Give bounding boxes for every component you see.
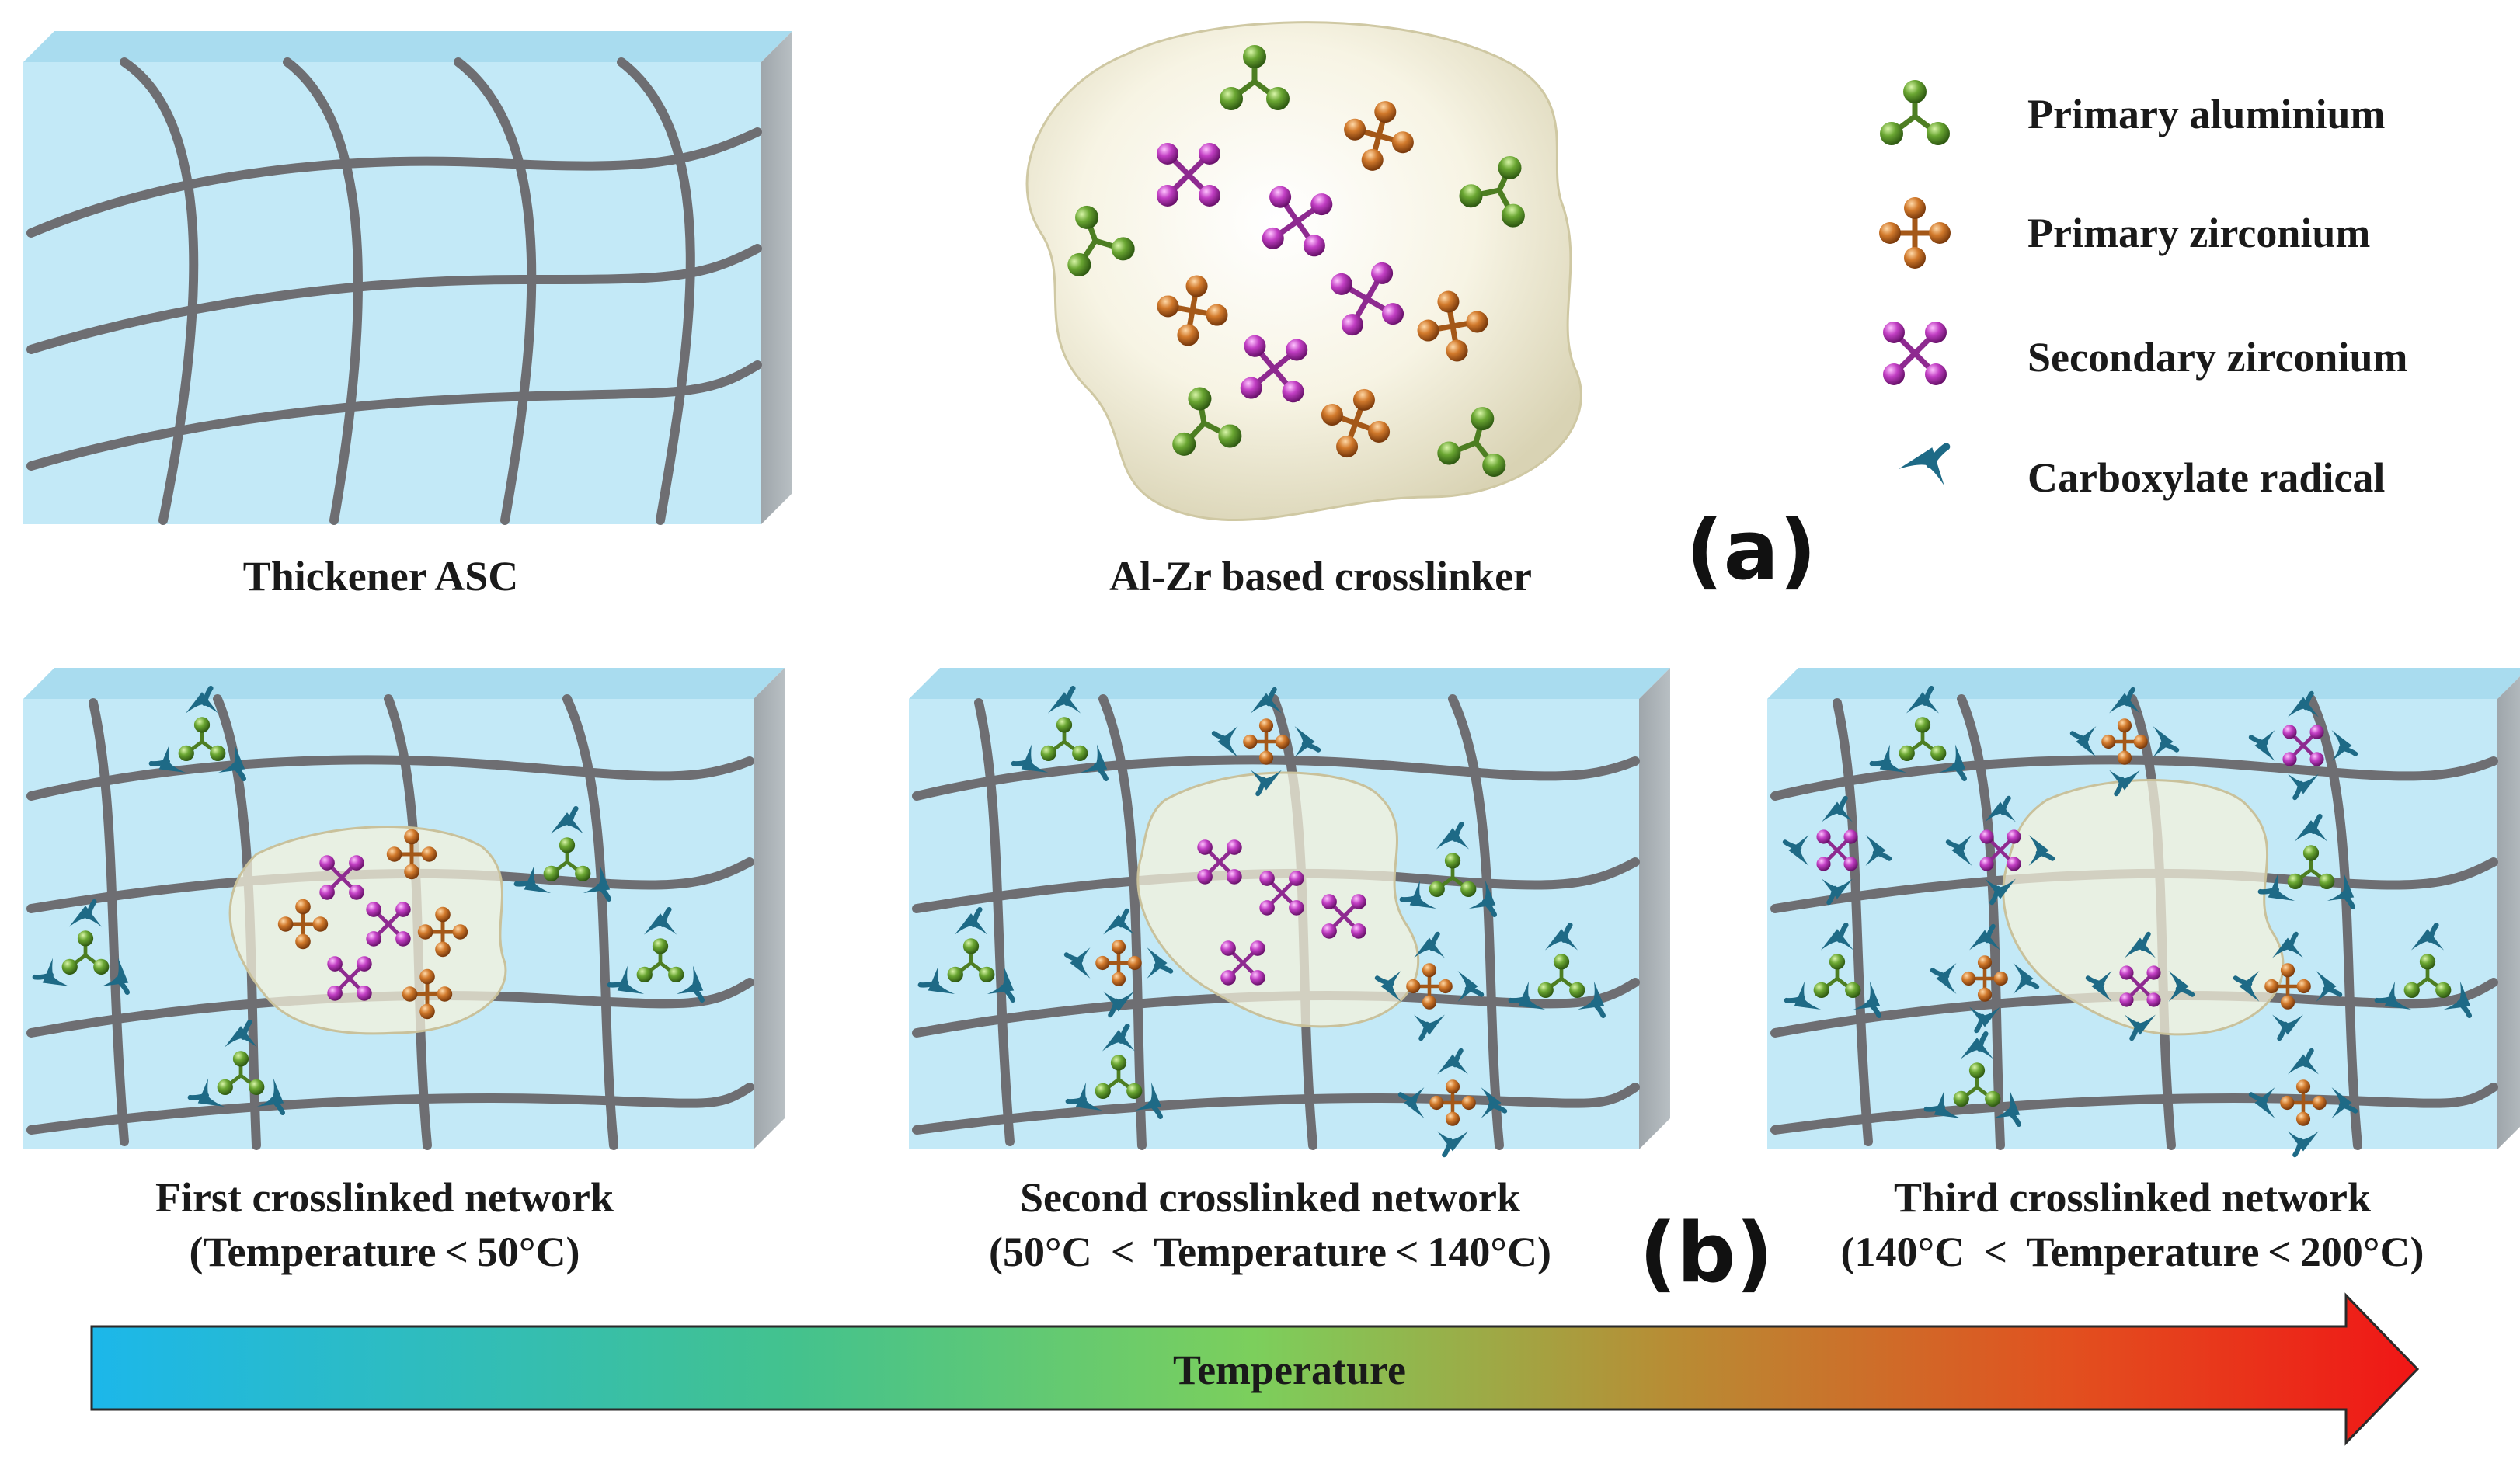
secondary-zirconium-icon <box>1883 322 1947 385</box>
polymer-network <box>26 57 762 525</box>
crosslinker-cloud <box>1136 771 1420 1028</box>
first-network-block <box>23 668 785 1149</box>
thickener-block <box>23 31 792 525</box>
temperature-arrow: Temperature <box>90 1292 2420 1446</box>
legend-item-carboxylate-radical: Carboxylate radical <box>1899 434 2385 501</box>
svg-text:Primary zirconium: Primary zirconium <box>2027 210 2370 256</box>
first-network-condition: (Temperature < 50°C) <box>190 1229 580 1275</box>
primary-aluminium-icon <box>1880 80 1950 145</box>
second-network-condition: (50°C < Temperature < 140°C) <box>989 1229 1551 1275</box>
svg-text:Primary aluminium: Primary aluminium <box>2027 91 2385 137</box>
temperature-label: Temperature <box>1173 1347 1406 1393</box>
legend: Primary aluminium Primary zirconium Seco… <box>1879 80 2407 501</box>
carboxylate-radical-icon <box>1899 434 1957 485</box>
svg-text:Carboxylate radical: Carboxylate radical <box>2027 454 2385 501</box>
panel-a-label: (a) <box>1686 502 1816 598</box>
third-network-condition: (140°C < Temperature < 200°C) <box>1841 1229 2424 1275</box>
crosslinker-label: Al-Zr based crosslinker <box>1109 553 1532 600</box>
first-network-label: First crosslinked network <box>155 1174 614 1221</box>
legend-item-primary-zirconium: Primary zirconium <box>1879 197 2370 269</box>
svg-text:Secondary zirconium: Secondary zirconium <box>2027 334 2407 381</box>
thickener-label: Thickener ASC <box>243 553 519 600</box>
crosslinker-cloud <box>2002 779 2285 1036</box>
crosslinker-cloud <box>228 826 507 1035</box>
third-network-label: Third crosslinked network <box>1894 1174 2371 1221</box>
second-network-label: Second crosslinked network <box>1020 1174 1520 1221</box>
primary-zirconium-icon <box>1879 197 1951 269</box>
second-network-block <box>909 668 1670 1155</box>
legend-item-secondary-zirconium: Secondary zirconium <box>1883 322 2407 385</box>
third-network-block <box>1767 668 2520 1155</box>
panel-b-label: (b) <box>1639 1205 1773 1301</box>
legend-item-primary-aluminium: Primary aluminium <box>1880 80 2385 145</box>
crosslinker-cloud <box>1025 21 1582 522</box>
